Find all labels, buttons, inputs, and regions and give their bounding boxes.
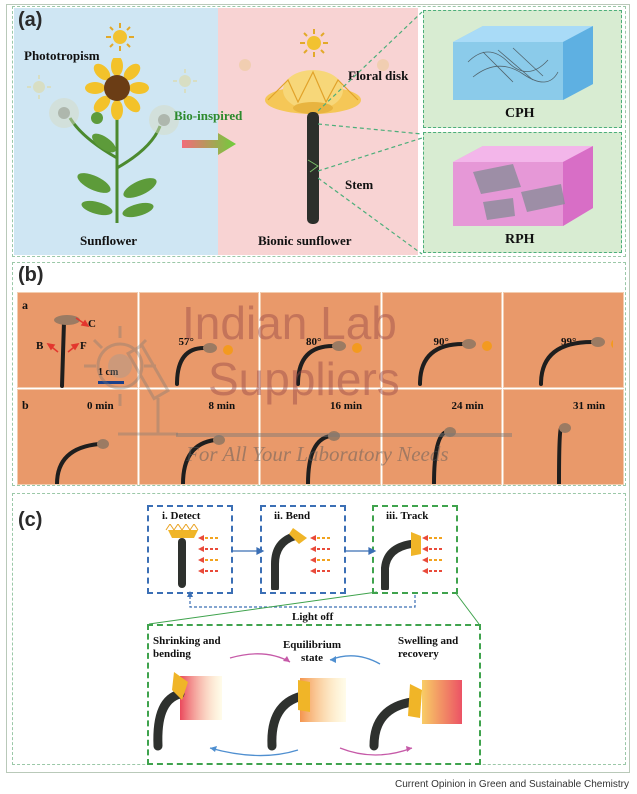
floral-disk-label: Floral disk (348, 68, 409, 83)
detect-label: i. Detect (162, 510, 201, 522)
state-shrinking-label: Shrinking and bending (153, 635, 221, 660)
photo-cell (17, 389, 138, 485)
bent-sample (539, 337, 613, 386)
photo-cell (17, 292, 138, 388)
photo-cell (138, 292, 259, 388)
flow-arrows (187, 547, 416, 608)
tracking-sample (557, 423, 571, 484)
photo-cell (381, 292, 502, 388)
faint-sun-icon (173, 69, 197, 93)
bend-angle-label: 80° (306, 336, 322, 348)
light-arrows (198, 535, 442, 574)
bent-sample (417, 339, 492, 386)
photo-cell (260, 292, 381, 388)
photo-cell (138, 389, 259, 485)
panel-b (12, 262, 626, 486)
tracking-sample (180, 435, 225, 484)
cph-hydrogel-block (453, 26, 593, 100)
bend-label: ii. Bend (274, 510, 311, 522)
faint-sun-icon (27, 75, 51, 99)
bend-illustration (271, 528, 307, 590)
time-label: 8 min (208, 400, 236, 412)
cph-label: CPH (505, 106, 535, 121)
sunflower-illustration (49, 58, 179, 223)
bionic-sunflower-illustration (265, 70, 361, 224)
rph-label: RPH (505, 232, 535, 247)
bionic-sunflower-label: Bionic sunflower (258, 233, 352, 248)
faint-sun-icon (239, 59, 251, 71)
tracking-sample (431, 427, 456, 484)
watermark-line-2: Suppliers (208, 353, 400, 405)
bio-inspired-label: Bio-inspired (174, 108, 243, 123)
photo-cell (260, 389, 381, 485)
t-shaped-sample (46, 315, 90, 388)
letter-c: C (88, 318, 96, 330)
bent-sample (174, 343, 233, 386)
track-illustration (381, 532, 421, 590)
state-swelling-label: Swelling and recovery (398, 635, 459, 660)
watermark-bar (176, 433, 512, 437)
letter-b: B (36, 340, 44, 352)
phototropism-label: Phototropism (24, 48, 100, 63)
sun-icon (106, 23, 134, 51)
sunflower-label: Sunflower (80, 233, 138, 248)
time-label: 24 min (451, 400, 484, 412)
scale-bar (98, 381, 124, 384)
time-label: 16 min (330, 400, 363, 412)
scale-bar-label: 1 cm (98, 367, 119, 378)
row-label-a: a (22, 298, 28, 312)
faint-sun-icon (377, 59, 389, 71)
time-label: 0 min (87, 400, 114, 412)
time-label: 31 min (573, 400, 606, 412)
bent-sample (296, 341, 362, 386)
row-label-b: b (22, 398, 29, 412)
panel-b-label: (b) (18, 264, 44, 286)
light-off-label: Light off (292, 611, 334, 623)
stem-label: Stem (345, 177, 374, 192)
letter-f: F (80, 340, 87, 352)
microscope-logo (84, 326, 178, 436)
watermark-line-1: Indian Lab (182, 297, 397, 349)
bend-angle-label: 57° (178, 336, 194, 348)
figure-frame (6, 4, 630, 773)
journal-credit: Current Opinion in Green and Sustainable… (394, 779, 629, 790)
watermark-line-3: For All Your Laboratory Needs (186, 442, 449, 466)
sun-icon (300, 29, 328, 57)
tracking-sample (55, 439, 109, 484)
panel-a-label: (a) (18, 9, 43, 31)
arrow-right-icon (182, 133, 236, 155)
tracking-sample (306, 431, 340, 484)
mechanism-illustration (153, 653, 462, 757)
state-equilibrium-label: Equilibrium state (282, 639, 342, 664)
panel-c-label: (c) (18, 509, 43, 531)
photo-cell (503, 389, 624, 485)
zoom-connector (148, 591, 480, 625)
rph-hydrogel-block (453, 146, 593, 226)
track-label: iii. Track (386, 510, 429, 522)
detect-illustration (165, 524, 199, 588)
connector-lines (318, 11, 423, 255)
